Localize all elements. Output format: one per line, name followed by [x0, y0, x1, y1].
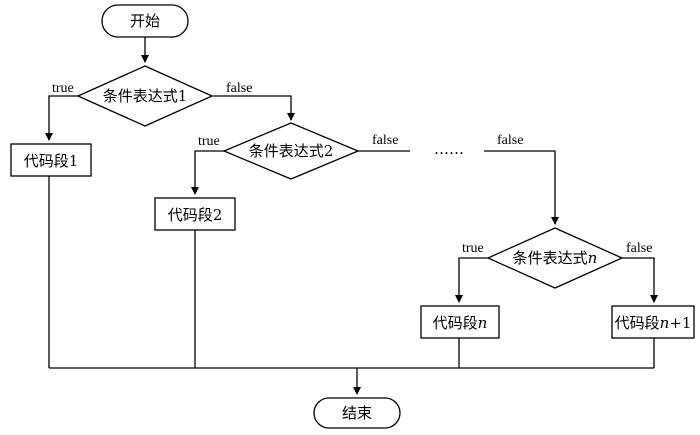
ellipsis-false-label: false: [497, 133, 523, 148]
edge-ellipsis-false: [484, 150, 559, 225]
decision-cond1: [76, 65, 214, 127]
cond2-false-label: false: [372, 133, 398, 148]
cond1-true-label: true: [52, 81, 74, 96]
edge-condn-true: [455, 257, 488, 303]
cond1-false-label: false: [226, 81, 252, 96]
start-label: 开始: [130, 12, 160, 30]
decision-condn: [486, 227, 624, 289]
edge-cond1-true: [45, 95, 78, 141]
decision-cond2: [222, 122, 360, 180]
cond1-label: 条件表达式1: [103, 87, 188, 105]
condn-true-label: true: [462, 241, 484, 256]
code-block-2: [154, 197, 236, 231]
code1-label: 代码段1: [24, 152, 79, 170]
coden1-label: 代码段n+1: [615, 314, 692, 332]
edge-cond1-false: [212, 95, 295, 121]
condn-false-label: false: [626, 241, 652, 256]
code-block-n: [420, 305, 500, 339]
coden-label: 代码段n: [433, 314, 488, 332]
end-node: [313, 397, 401, 429]
condn-label: 条件表达式n: [513, 249, 598, 267]
edge-condn-false: [622, 257, 658, 303]
code-block-1: [10, 143, 92, 177]
edge-cond2-true: [191, 150, 224, 195]
end-label: 结束: [342, 404, 372, 422]
cond2-true-label: true: [198, 134, 220, 149]
code-block-n-plus-1: [611, 305, 695, 339]
cond2-label: 条件表达式2: [249, 142, 334, 160]
code2-label: 代码段2: [168, 206, 223, 224]
ellipsis: ……: [434, 140, 464, 158]
